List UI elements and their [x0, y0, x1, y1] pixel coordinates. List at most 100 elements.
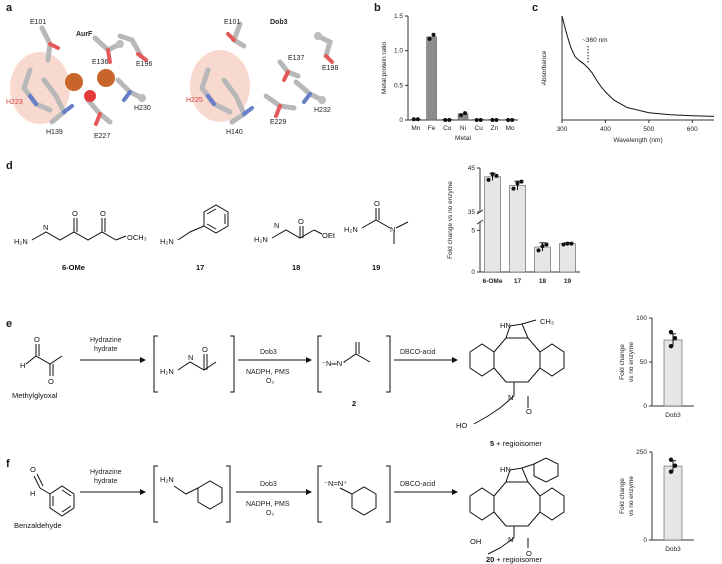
bar-Ni: [457, 113, 469, 121]
panel-label-e: e: [6, 318, 13, 330]
reagent1-line1-e: Hydrazine: [90, 337, 122, 344]
compound-label-17: 17: [196, 263, 204, 272]
point-Mn: [415, 117, 420, 122]
point-19: [565, 241, 570, 246]
label-oh-f: OH: [470, 537, 481, 546]
bar-Fe: [426, 36, 437, 121]
x-tick-label: 300: [557, 126, 568, 133]
x-tick-label: Fe: [428, 125, 436, 132]
label-h2n-e: H₂N: [160, 367, 174, 376]
point-Cu: [478, 118, 483, 122]
hydrazone-intermediate-e: [177, 354, 217, 371]
x-tick-label: 17: [514, 278, 522, 285]
dob3-res-4: H225: [186, 97, 203, 104]
dob3-structure: [190, 21, 334, 125]
reagent2-f: Dob3: [260, 481, 277, 488]
point-Dob3: [668, 457, 674, 462]
reagent2-below-line1-f: NADPH, PMS: [246, 501, 290, 508]
label-o2-6ome: O: [100, 209, 106, 218]
point-Ni: [459, 113, 463, 118]
dob3-res-7: H232: [314, 107, 331, 114]
active-site-aurf: AurF E101 E136 E196 H223 H139 E227 H230: [6, 19, 152, 140]
y-tick-label: 35: [468, 209, 476, 216]
aurf-res-6: E227: [94, 133, 110, 140]
label-n-18: N: [274, 221, 279, 230]
bar-Dob3: [663, 339, 683, 407]
product-label-f: 20 + regioisomer: [486, 555, 543, 564]
structure-17: [177, 204, 229, 241]
aurf-res-3: E196: [136, 61, 152, 68]
aurf-title: AurF: [76, 31, 93, 38]
y-tick-label: 0: [471, 269, 475, 276]
aurf-structure: [10, 25, 148, 126]
axis-break-mark: [476, 219, 484, 225]
point-Zn: [494, 118, 499, 122]
y-tick-label: 45: [468, 165, 476, 172]
product-number-f: 20: [486, 555, 494, 564]
dob3-res-2: E137: [288, 55, 304, 62]
label-n-19: N: [390, 225, 395, 234]
y-tick-label: 0: [643, 537, 647, 544]
dob3-res-5: H140: [226, 129, 243, 136]
reagent3-e: DBCO-acid: [400, 349, 436, 356]
compound-label-19: 19: [372, 263, 380, 272]
label-o-18: O: [298, 217, 304, 226]
x-tick-label: Dob3: [665, 412, 681, 419]
point-Mo: [510, 118, 515, 122]
x-tick-label: 600: [687, 126, 698, 133]
label-ho-e: HO: [456, 421, 467, 430]
label-och3-6ome: OCH₃: [127, 233, 147, 242]
product-suffix-f: + regioisomer: [494, 555, 542, 564]
y-tick-label: 1.0: [394, 48, 403, 55]
point-Dob3: [668, 343, 674, 349]
structure-19: [361, 208, 409, 244]
label-h2n-19: H₂N: [344, 225, 358, 234]
point-6-OMe: [494, 173, 499, 178]
reaction-scheme-f: O H Benzaldehyde Hydrazine hydrate H₂N D…: [14, 457, 565, 564]
reagent2-e: Dob3: [260, 349, 277, 356]
structure-18: [271, 226, 323, 239]
label-h2n-18: H₂N: [254, 235, 268, 244]
label-hn-f: HN: [500, 465, 511, 474]
compound-structures-d: H₂N N O O OCH₃ 6-OMe H₂N 17 H₂N N O OEt …: [14, 199, 409, 272]
point-Mo: [506, 118, 511, 122]
label-h2n-f: H₂N: [160, 475, 174, 484]
label-o-benzaldehyde: O: [30, 465, 36, 474]
panel-label-c: c: [532, 2, 539, 14]
reagent2-below-line2-e: O₂: [266, 378, 274, 385]
y-axis-label: Fold change vs no enzyme: [447, 181, 454, 259]
label-ch3-product-e: CH₃: [540, 317, 554, 326]
point-18: [540, 244, 545, 249]
diazo-intermediate-e: [343, 342, 371, 363]
x-axis-label: Wavelength (nm): [613, 137, 662, 144]
point-19: [561, 242, 566, 247]
label-o-product-e: O: [526, 407, 532, 416]
point-Ni: [463, 111, 467, 116]
dob3-title: Dob3: [270, 19, 288, 26]
point-Co: [447, 118, 452, 122]
y-axis-label-line1: Fold change: [619, 478, 626, 514]
point-Dob3: [672, 336, 678, 341]
annotation-label: ~360 nm: [582, 37, 607, 44]
x-tick-label: 18: [539, 278, 547, 285]
label-o1-6ome: O: [72, 209, 78, 218]
point-19: [569, 241, 574, 246]
reaction-scheme-e: H O O Methylglyoxal Hydrazine hydrate H₂…: [12, 317, 565, 448]
product-20-structure: [469, 457, 565, 555]
label-o1-methylglyoxal: O: [34, 335, 40, 344]
reagent1-line1-f: Hydrazine: [90, 469, 122, 476]
intermediate-label-e: 2: [352, 399, 356, 408]
y-axis-label: Absorbance: [541, 50, 548, 85]
point-Dob3: [672, 463, 678, 468]
point-6-OMe: [490, 172, 495, 177]
aurf-res-2: E136: [92, 59, 108, 66]
structure-6-ome: [31, 218, 127, 241]
dob3-res-1: E101: [224, 19, 240, 26]
dob3-res-6: E229: [270, 119, 286, 126]
y-tick-label: 250: [636, 449, 647, 456]
y-tick-label: 0.5: [394, 82, 403, 89]
product-5-structure: [469, 319, 565, 425]
reagent1-line2-f: hydrate: [94, 478, 117, 485]
point-6-OMe: [486, 177, 491, 182]
